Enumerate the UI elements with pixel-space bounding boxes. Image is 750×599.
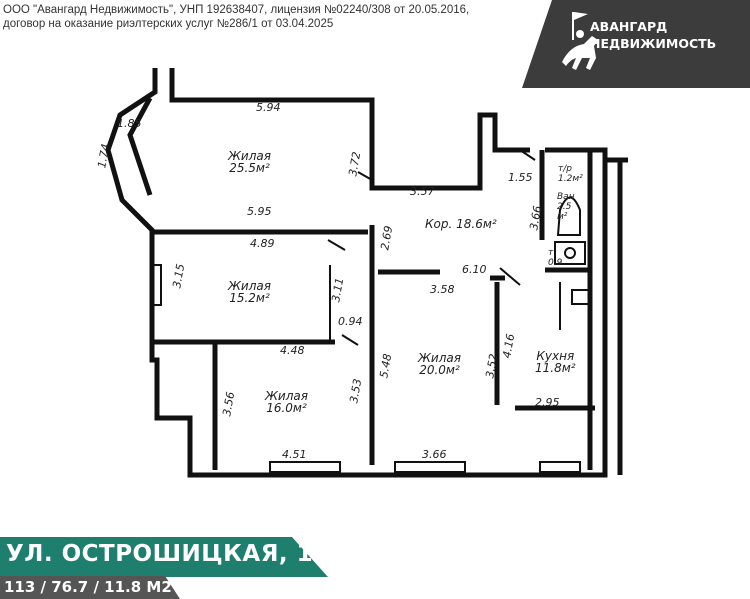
logo-line-2: НЕДВИЖИМОСТЬ — [590, 36, 717, 51]
dimension: 2.95 — [535, 396, 560, 409]
window — [394, 461, 466, 473]
top-wall — [169, 68, 530, 191]
dimension: 4.48 — [280, 344, 305, 357]
dimension: 3.57 — [410, 185, 435, 198]
area-banner — [0, 576, 180, 599]
toilet-fixture — [554, 241, 586, 265]
window — [269, 461, 341, 473]
sink — [571, 289, 591, 305]
dimension: 5.95 — [247, 205, 272, 218]
room-corridor: Кор. 18.6м² — [425, 217, 497, 231]
dimension: 3.58 — [430, 283, 455, 296]
logo-text: АВАНГАРД НЕДВИЖИМОСТЬ — [590, 18, 716, 52]
dimension: 4.89 — [250, 237, 275, 250]
dimension: 0.94 — [338, 315, 363, 328]
dimension: 6.10 — [462, 263, 487, 276]
toilet-bowl — [564, 247, 576, 259]
door — [327, 239, 346, 251]
logo-banner — [522, 0, 750, 88]
license-line-2: договор на оказание риэлтерских услуг №2… — [3, 18, 334, 30]
door — [341, 334, 359, 346]
address-banner — [0, 537, 328, 577]
dimension: 5.94 — [256, 101, 281, 114]
dimension: 3.66 — [422, 448, 447, 461]
window — [152, 264, 162, 306]
license-line-1: ООО "Авангард Недвижимость", УНП 1926384… — [3, 4, 470, 16]
door — [357, 171, 373, 181]
door — [519, 149, 536, 161]
knight-icon — [562, 12, 598, 70]
address: УЛ. ОСТРОШИЦКАЯ, 10 — [6, 541, 330, 567]
door — [499, 267, 521, 286]
area-summary: 113 / 76.7 / 11.8 М2 — [4, 578, 172, 596]
window — [539, 461, 581, 473]
license-info: ООО "Авангард Недвижимость", УНП 1926384… — [3, 3, 469, 31]
outer-wall — [105, 68, 608, 478]
wall-bay-inner — [127, 96, 153, 196]
bathtub — [556, 196, 581, 236]
dimension: 4.51 — [282, 448, 307, 461]
dimension: 1.55 — [508, 171, 533, 184]
dimension: 1.85 — [117, 117, 142, 130]
logo-line-1: АВАНГАРД — [590, 19, 668, 34]
